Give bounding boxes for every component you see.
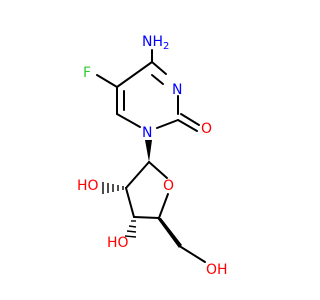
bond-c4-n3-inner [151, 74, 164, 85]
wedge-n1-c1prime [145, 140, 152, 162]
bond-o4prime-c4prime [158, 193, 169, 219]
ring-oxygen-label: O [163, 178, 174, 194]
amine-label: NH2 [142, 34, 169, 52]
hashed-bond-c2prime-oh [102, 182, 124, 194]
hydroxyl-3prime-label: HO [107, 235, 129, 251]
ring-n3-label: N [172, 82, 182, 98]
bond-c5-fluorine [96, 74, 118, 88]
hydroxyl-5prime-label: OH [206, 262, 228, 278]
bond-c5prime-oh [180, 246, 206, 263]
pyrimidine-ring [96, 49, 200, 132]
ring-n1-label: N [142, 125, 152, 141]
fluorine-label: F [83, 65, 91, 81]
structure-canvas: NH2 F N N O O HO HO OH [77, 34, 228, 278]
carbonyl-oxygen-label: O [201, 121, 212, 137]
hashed-bond-c3prime-oh [124, 220, 137, 238]
bond-c1prime-o4prime [148, 161, 168, 179]
molecule-diagram: NH2 F N N O O HO HO OH [77, 34, 228, 278]
bond-n1-c6 [116, 113, 141, 128]
bond-c4prime-c3prime [133, 216, 160, 219]
bond-c4-n3 [151, 61, 167, 75]
bond-c2prime-c1prime [125, 161, 150, 189]
wedge-c4prime-c5prime [157, 218, 182, 248]
bond-c2-n1 [156, 119, 179, 129]
bond-c5-c4 [116, 61, 153, 88]
bond-c2-carbonyl [177, 119, 198, 132]
bond-c3prime-c2prime [125, 187, 135, 218]
hydroxyl-2prime-label: HO [77, 178, 99, 194]
bond-c2-carbonyl-inner [180, 113, 200, 126]
ribose-ring [125, 161, 169, 219]
